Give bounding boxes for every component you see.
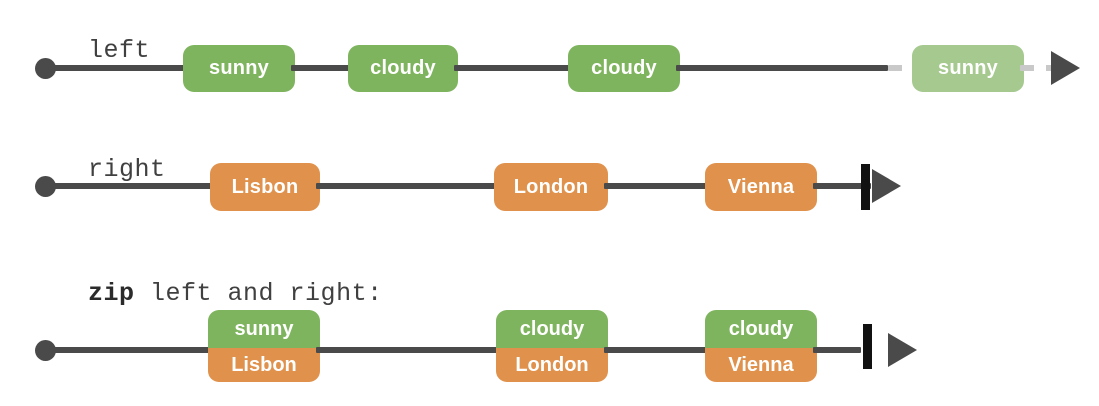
- zipped-pill-top-label: cloudy: [705, 310, 817, 348]
- zipped-pill-top-label: cloudy: [496, 310, 608, 348]
- zip-label-suffix: left and right:: [134, 279, 383, 308]
- axis-segment: [50, 183, 217, 189]
- zip-operator-name: zip: [88, 279, 135, 308]
- axis-segment: [454, 65, 573, 71]
- start-dot-icon: [35, 176, 56, 197]
- row-label-left: left: [26, 7, 150, 94]
- axis-segment: [316, 347, 502, 353]
- event-pill-label: sunny: [938, 57, 998, 79]
- event-pill-label: cloudy: [591, 57, 657, 79]
- timeline-left: sunny cloudy cloudy sunny: [0, 0, 1099, 110]
- event-pill-faded[interactable]: sunny: [912, 45, 1024, 92]
- event-pill[interactable]: London: [494, 163, 608, 211]
- axis-segment-dashed: [888, 65, 916, 71]
- row-label-right-text: right: [88, 155, 166, 184]
- axis-segment: [604, 347, 710, 353]
- timeline-zip-output: sunny Lisbon cloudy London cloudy Vienna: [0, 296, 1099, 406]
- complete-bar-icon: [863, 324, 872, 369]
- event-pill-label: cloudy: [370, 57, 436, 79]
- axis-segment: [291, 65, 353, 71]
- axis-segment: [50, 65, 190, 71]
- zipped-pill[interactable]: cloudy Vienna: [705, 310, 817, 382]
- axis-segment: [50, 347, 215, 353]
- arrow-right-icon: [1051, 51, 1080, 85]
- event-pill[interactable]: Lisbon: [210, 163, 320, 211]
- zipped-pill[interactable]: sunny Lisbon: [208, 310, 320, 382]
- event-pill-label: Vienna: [727, 175, 795, 198]
- event-pill-label: London: [513, 175, 589, 198]
- event-pill[interactable]: Vienna: [705, 163, 817, 211]
- arrow-right-icon: [872, 169, 901, 203]
- zipped-pill[interactable]: cloudy London: [496, 310, 608, 382]
- axis-segment: [813, 183, 871, 189]
- complete-bar-icon: [861, 164, 870, 210]
- axis-segment: [604, 183, 710, 189]
- axis-segment: [813, 347, 861, 353]
- axis-segment: [316, 183, 500, 189]
- zipped-pill-bottom-label: London: [496, 348, 608, 382]
- axis-segment: [676, 65, 888, 71]
- start-dot-icon: [35, 58, 56, 79]
- row-label-right: right: [26, 126, 166, 213]
- event-pill[interactable]: cloudy: [348, 45, 458, 92]
- start-dot-icon: [35, 340, 56, 361]
- event-pill[interactable]: sunny: [183, 45, 295, 92]
- row-label-left-text: left: [88, 36, 151, 65]
- zipped-pill-top-label: sunny: [208, 310, 320, 348]
- axis-segment-dashed: [1020, 65, 1054, 71]
- event-pill[interactable]: cloudy: [568, 45, 680, 92]
- zipped-pill-bottom-label: Vienna: [705, 348, 817, 382]
- timeline-right: Lisbon London Vienna: [0, 118, 1099, 228]
- row-label-zip: zip left and right:: [26, 250, 383, 337]
- arrow-right-icon: [888, 333, 917, 367]
- event-pill-label: sunny: [209, 57, 269, 79]
- event-pill-label: Lisbon: [231, 175, 299, 198]
- zipped-pill-bottom-label: Lisbon: [208, 348, 320, 382]
